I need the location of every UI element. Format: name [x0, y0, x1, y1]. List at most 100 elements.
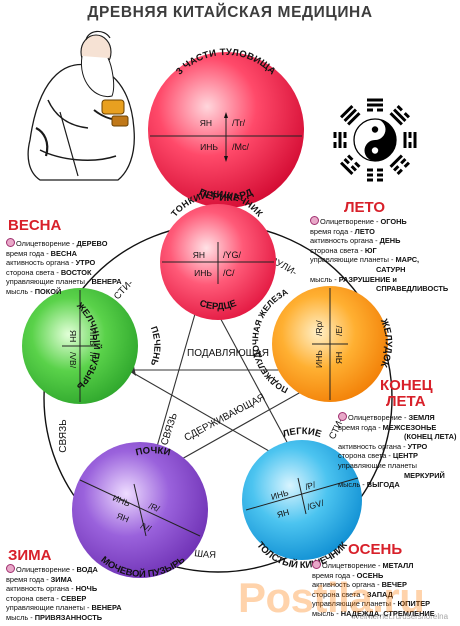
season-info-row: мысль-НАДЕЖДА, СТРЕМЛЕНИЕ [312, 609, 435, 619]
season-info-key: сторона света [310, 245, 359, 255]
fire-yang-label: ЯН [193, 250, 205, 260]
season-info-row: активность органа-ВЕЧЕР [312, 580, 435, 590]
season-info-value: МЕТАЛЛ [382, 561, 414, 570]
season-info-row: СПРАВЕДЛИВОСТЬ [310, 284, 448, 294]
season-info-row: (КОНЕЦ ЛЕТА) [338, 432, 456, 442]
svg-text:ПЕЧЕНЬ: ПЕЧЕНЬ [149, 325, 163, 368]
season-info-key: управляющие планеты [6, 603, 85, 613]
season-info-key: сторона света [6, 593, 55, 603]
season-info-key: Олицетворение [320, 217, 375, 226]
season-info-dash: - [334, 274, 337, 284]
season-info-key: активность органа [6, 258, 70, 268]
triple-burner-yin-code: /Mc/ [232, 142, 249, 152]
season-info-value: ДЕРЕВО [76, 239, 108, 248]
wood-yin-code: /F/ [88, 352, 98, 363]
season-info-dash: - [404, 413, 407, 422]
season-info-dash: - [376, 217, 379, 226]
svg-text:ПОЧКИ: ПОЧКИ [135, 445, 172, 458]
season-info-key: время года [6, 574, 45, 584]
season-info-value: САТУРН [376, 264, 406, 274]
season-info-dash: - [390, 255, 394, 265]
bullet-icon [6, 238, 15, 247]
season-info-value: ВЕСНА [50, 248, 77, 258]
season-info-value: УТРО [407, 441, 428, 451]
circle-water: ПОЧКИ МОЧЕВОЙ ПУЗЫРЬ ИНЬ /R/ ЯН /V/ [72, 442, 208, 580]
season-info-key: время года [6, 248, 45, 258]
season-info-key: Олицетворение [16, 565, 71, 574]
season-info-row: управляющие планеты [338, 461, 456, 471]
season-info-value: УТРО [75, 258, 96, 268]
season-info-key: мысль [6, 612, 29, 622]
metal-yang-label: ЯН [276, 507, 291, 520]
season-info-row: активность органа-ДЕНЬ [310, 236, 448, 246]
water-yang-label: ЯН [115, 511, 130, 525]
wood-yin-label: ИНЬ [88, 328, 98, 346]
season-info-row: Олицетворение-МЕТАЛЛ [312, 560, 435, 571]
season-info-row: Олицетворение-ДЕРЕВО [6, 238, 122, 249]
season-info-value: ЗЕМЛЯ [408, 413, 435, 422]
season-info-key: управляющие планеты [6, 277, 85, 287]
season-info-dash: - [362, 480, 365, 490]
svg-text:ЛЕГКИЕ: ЛЕГКИЕ [281, 426, 322, 440]
triple-burner-yin-label: ИНЬ [200, 142, 218, 152]
earth-yang-code: /E/ [334, 325, 344, 336]
season-info-value: ПРИВЯЗАННОСТЬ [34, 612, 103, 622]
season-info-value: ВЫГОДА [366, 480, 400, 490]
season-info-key: мысль [338, 480, 361, 490]
wood-yang-label: ЯН [68, 330, 78, 342]
link-left-label: СВЯЗЬ [58, 419, 69, 453]
season-info-key: мысль [310, 274, 333, 284]
season-info-row: сторона света-ВОСТОК [6, 268, 122, 278]
fire-yin-code: /C/ [223, 268, 235, 278]
season-info-key: управляющие планеты [312, 599, 391, 609]
water-yang-code: /V/ [139, 521, 153, 534]
season-info-dash: - [375, 236, 378, 246]
season-info-row: сторона света-СЕВЕР [6, 594, 122, 604]
season-info-key: Олицетворение [322, 561, 377, 570]
season-info-row: управляющие планеты-ВЕНЕРА [6, 277, 122, 287]
season-info-dash: - [350, 226, 353, 236]
fire-yin-label: ИНЬ [194, 268, 212, 278]
earth-yang-label: ЯН [334, 352, 344, 364]
season-info-key: сторона света [6, 267, 55, 277]
season-spring-title: ВЕСНА [8, 217, 62, 234]
season-info-dash: - [362, 589, 365, 599]
season-info-value: ВОДА [76, 565, 98, 574]
circle-triple-burner: 3 ЧАСТИ ТУЛОВИЩА ПЕРИКАРД ЯН /Tr/ ИНЬ /M… [148, 47, 304, 208]
season-info-value: МЕЖСЕЗОНЬЕ [382, 422, 437, 432]
season-info-key: активность органа [6, 584, 70, 594]
season-info-value: ВЕНЕРА [91, 603, 122, 613]
season-info-key: активность органа [338, 441, 402, 451]
season-info-row: время года-ВЕСНА [6, 249, 122, 259]
season-info-value: ВЕЧЕР [381, 580, 407, 590]
sage-illustration [27, 30, 135, 181]
lungs-arc-label: ЛЕГКИЕ [281, 426, 322, 440]
season-summer-title: ЛЕТО [344, 199, 385, 216]
svg-text:ПЕРИКАРД: ПЕРИКАРД [197, 187, 255, 204]
circle-wood: ЖЕЛЧНЫЙ ПУЗЫРЬ ПЕЧЕНЬ ЯН /VB/ ИНЬ /F/ [22, 288, 162, 404]
season-info-key: управляющие планеты [310, 255, 389, 265]
season-info-row: сторона света-ЦЕНТР [338, 451, 456, 461]
metal-yang-code: /GV/ [306, 497, 326, 511]
season-info-value: ЗИМА [50, 574, 73, 584]
season-info-row: управляющие планеты-ЮПИТЕР [312, 599, 435, 609]
season-info-row: активность органа-УТРО [338, 442, 456, 452]
season-info-row: активность органа-УТРО [6, 258, 122, 268]
season-info-row: Олицетворение-ВОДА [6, 564, 122, 575]
svg-text:СЕРДЦЕ: СЕРДЦЕ [198, 298, 238, 313]
season-info-value: ЛЕТО [354, 226, 375, 236]
season-info-row: САТУРН [310, 265, 448, 275]
season-info-dash: - [71, 584, 74, 594]
heart-arc-label: СЕРДЦЕ [198, 298, 238, 313]
season-info-value: РАЗРУШЕНИЕ и [338, 274, 397, 284]
season-info-value: (КОНЕЦ ЛЕТА) [404, 432, 457, 442]
season-info-value: ДЕНЬ [379, 236, 401, 246]
season-late-summer-title-2: ЛЕТА [386, 393, 426, 410]
season-info-dash: - [56, 593, 59, 603]
season-info-row: мысль-ПРИВЯЗАННОСТЬ [6, 613, 122, 623]
season-info-dash: - [71, 258, 74, 268]
season-info-dash: - [360, 245, 363, 255]
